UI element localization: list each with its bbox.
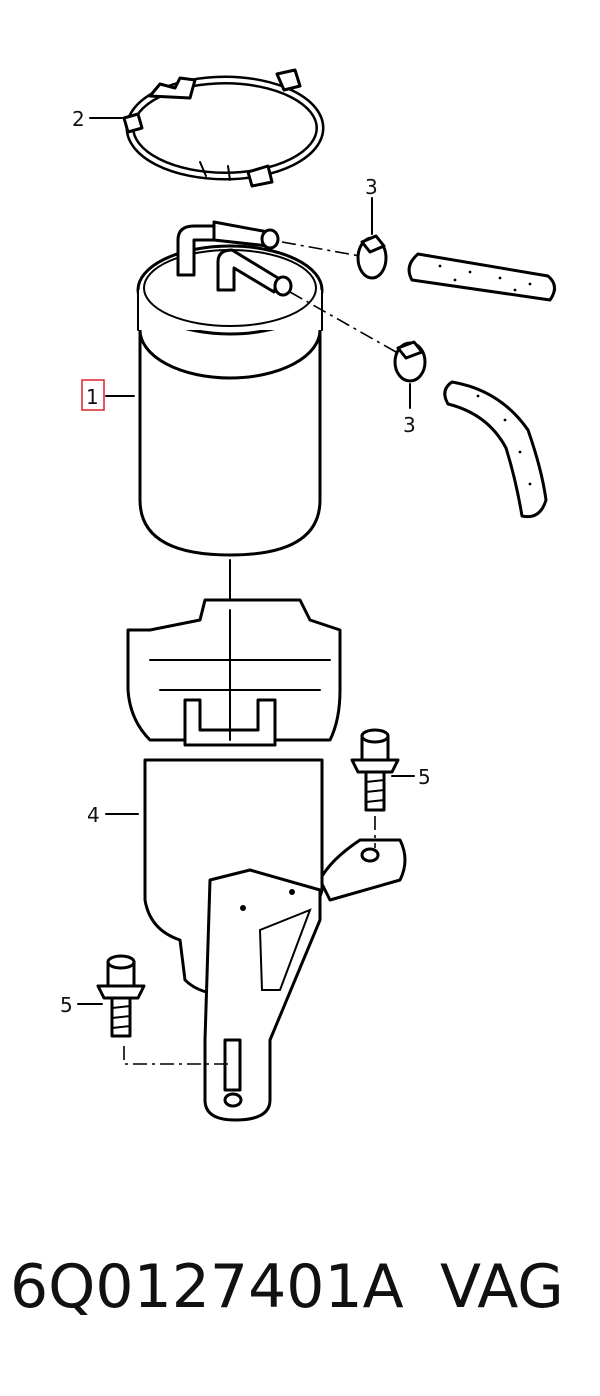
callout-4: 4 xyxy=(87,803,100,827)
callout-3-upper: 3 xyxy=(365,175,378,199)
callout-2: 2 xyxy=(72,107,85,131)
bolt-lower xyxy=(96,954,146,1038)
fuel-hose-upper xyxy=(407,252,556,302)
bolt-upper xyxy=(350,728,400,812)
callout-3-lower: 3 xyxy=(403,413,416,437)
fuel-hose-lower xyxy=(443,380,548,519)
callout-1: 1 xyxy=(86,385,99,409)
caption: 6Q0127401A VAG xyxy=(0,1252,600,1362)
filter-housing xyxy=(126,598,407,1122)
assembly-line-hose-upper xyxy=(281,241,361,257)
callout-5-lower: 5 xyxy=(60,993,73,1017)
retaining-ring xyxy=(122,68,325,188)
brand-name: VAG xyxy=(440,1252,564,1322)
fuel-filter xyxy=(136,220,324,557)
assembly-line-hose-lower xyxy=(289,291,397,353)
hose-clamp-lower xyxy=(393,340,427,383)
exploded-parts-diagram: 1 2 3 3 4 5 5 xyxy=(60,68,556,1122)
hose-clamp-upper xyxy=(356,234,388,280)
callout-1-highlight xyxy=(81,379,105,411)
callout-5-upper: 5 xyxy=(418,765,431,789)
part-number: 6Q0127401A xyxy=(10,1252,404,1322)
assembly-line-bolt-lower xyxy=(123,1046,228,1065)
